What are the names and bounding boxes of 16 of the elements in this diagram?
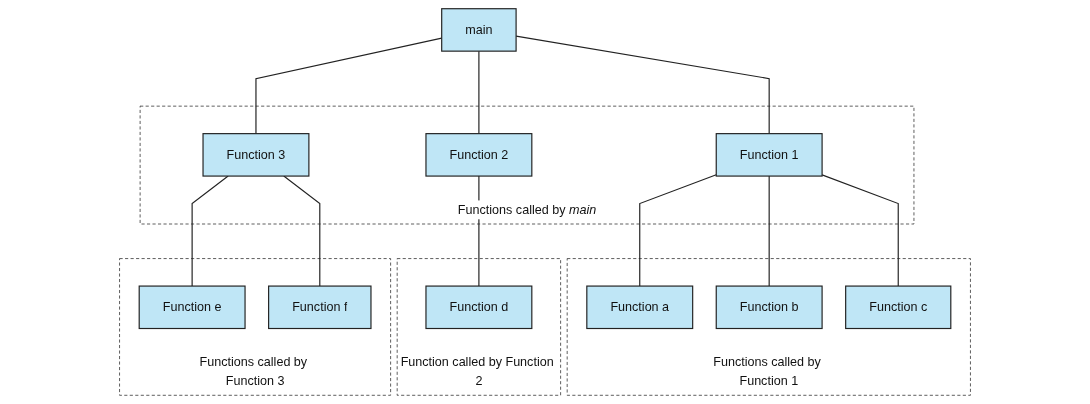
connector — [768, 175, 770, 287]
connector — [478, 50, 480, 135]
node-box: Function d — [425, 285, 533, 330]
node-box: Function a — [586, 285, 694, 330]
node-box: Function 1 — [715, 133, 823, 177]
node-box: Function 2 — [425, 133, 533, 177]
connector — [283, 175, 321, 287]
node-box: Function e — [138, 285, 246, 330]
node-box: Function f — [268, 285, 372, 330]
connector — [191, 175, 229, 287]
connector — [821, 174, 899, 287]
node-box: main — [441, 8, 517, 52]
node-box: Function 3 — [202, 133, 310, 177]
node-box: Function c — [845, 285, 952, 330]
node-box: Function b — [715, 285, 823, 330]
connector — [639, 174, 717, 287]
